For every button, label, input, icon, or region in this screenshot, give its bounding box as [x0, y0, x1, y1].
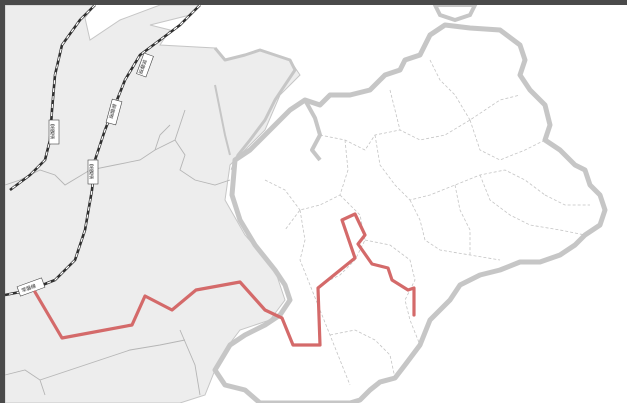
road-label-text-4: 常磐道: [88, 163, 94, 180]
road-label-3: 常磐道: [48, 119, 60, 145]
mainland-borders: [4, 109, 231, 396]
railway-lines: [4, 4, 201, 297]
road-label-text-1: 常磐道: [136, 58, 147, 76]
main-island: [212, 22, 608, 403]
mainland-inlet: [214, 84, 231, 156]
district-borders: [264, 59, 590, 386]
mainland-coast: [213, 47, 297, 171]
top-frame-bar: [0, 0, 627, 5]
left-frame-bar: [0, 0, 5, 403]
small-island: [431, 3, 479, 23]
road-label-2: 常磐道: [105, 98, 123, 126]
road-label-text-5: 常磐線: [21, 282, 38, 294]
road-label-1: 常磐道: [136, 52, 154, 78]
road-label-text-2: 常磐道: [107, 102, 117, 120]
road-label-5: 常磐線: [16, 277, 46, 297]
route-line[interactable]: [33, 212, 416, 347]
road-label-text-3: 常磐道: [49, 123, 55, 140]
road-label-4: 常磐道: [87, 159, 99, 185]
